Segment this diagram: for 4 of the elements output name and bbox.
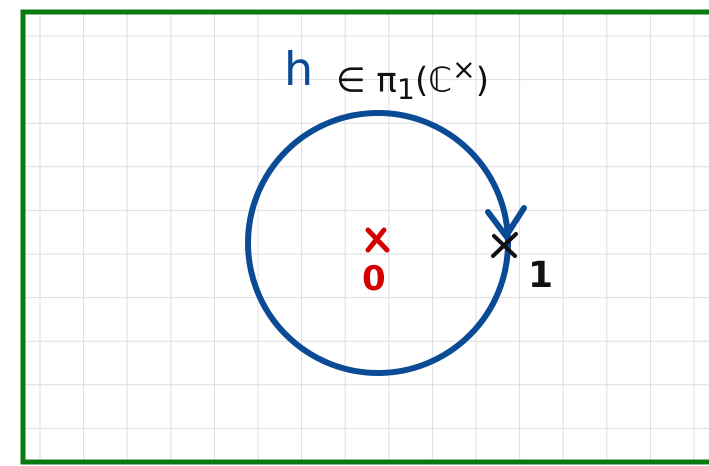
math-variable-label: h bbox=[284, 46, 314, 92]
math-formula-label: ∈ π$_{1}$(ℂ$^{×}$) bbox=[336, 56, 489, 104]
origin-label: 0 bbox=[362, 262, 386, 296]
point-label: 1 bbox=[528, 258, 554, 294]
